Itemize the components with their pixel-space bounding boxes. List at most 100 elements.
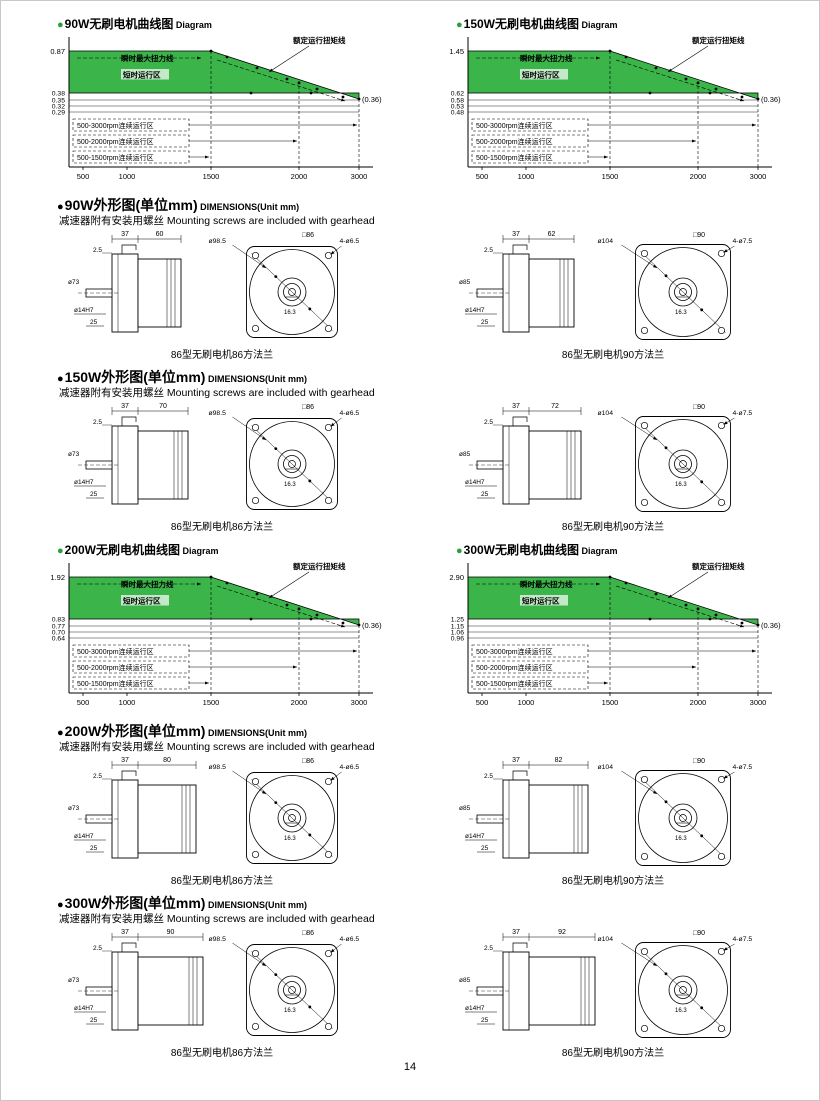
- data-dot: [608, 575, 612, 579]
- y-tick-label: 0.83: [52, 617, 65, 624]
- curve-title: ●90W无刷电机曲线图 Diagram: [57, 15, 410, 31]
- line: [621, 942, 658, 967]
- boss-circle: [668, 277, 698, 307]
- flange-circle: [249, 421, 335, 507]
- cable-line: [512, 244, 528, 254]
- curve-title-en: Diagram: [579, 546, 618, 556]
- dim-heading-cn: 200W外形图(单位mm): [64, 723, 206, 739]
- zone-label: 500-3000rpm连续运行区: [77, 647, 154, 656]
- flange-diameter-dim: ø104: [598, 936, 614, 943]
- data-dot: [357, 623, 361, 627]
- x-tick-label: 1000: [119, 172, 136, 181]
- x-tick-label: 1500: [602, 698, 619, 707]
- data-dot: [664, 800, 668, 804]
- shaft-diameter-dim: ø14H7: [465, 1005, 485, 1012]
- y-tick-label: 0.38: [52, 91, 65, 98]
- data-dot: [664, 274, 668, 278]
- diagonal-line: [251, 779, 333, 857]
- gearhead-length-dim: 37: [121, 929, 129, 936]
- curve-title: ●300W无刷电机曲线图 Diagram: [456, 541, 809, 557]
- dim-section-90w: ●90W外形图(单位mm) DIMENSIONS(Unit mm)减速器附有安装…: [11, 195, 809, 361]
- x-tick-label: 500: [476, 698, 489, 707]
- arrowhead-icon: [330, 422, 335, 427]
- dim-heading-cn: 300W外形图(单位mm): [64, 895, 206, 911]
- data-dot: [714, 87, 718, 91]
- bolt-hole: [717, 1024, 726, 1033]
- curve-title-cn: 150W无刷电机曲线图: [463, 17, 580, 31]
- bolt-hole: [251, 496, 260, 505]
- bullet-icon: ●: [456, 19, 463, 31]
- shaft-circle: [674, 455, 692, 473]
- data-dot: [341, 95, 345, 99]
- zone-label: 500-1500rpm连续运行区: [77, 153, 154, 162]
- bolt-hole: [324, 949, 333, 958]
- bullet-icon: ●: [57, 19, 64, 31]
- data-dot: [357, 97, 361, 101]
- motor-length-dim: 80: [163, 757, 171, 764]
- y-tick-label: 0.29: [52, 110, 65, 117]
- curve-title-en: Diagram: [579, 20, 618, 30]
- bolt-hole: [251, 423, 260, 432]
- motor-length-dim: 70: [159, 403, 167, 410]
- data-dot: [308, 307, 312, 311]
- bolt-hole: [640, 775, 649, 784]
- x-tick-label: 3000: [351, 698, 368, 707]
- arrowhead-icon: [293, 665, 297, 669]
- arrowhead-icon: [596, 582, 600, 586]
- gearhead-length-dim: 37: [121, 231, 129, 238]
- line: [216, 585, 346, 628]
- bolt-hole: [717, 249, 726, 258]
- square-size-dim: □86: [302, 930, 314, 937]
- flange-circle: [638, 773, 728, 863]
- flange-circle: [249, 775, 335, 861]
- data-dot: [684, 603, 688, 607]
- flange-diameter-dim: ø104: [598, 764, 614, 771]
- key-width-dim: 16.3: [675, 310, 687, 316]
- boss-circle: [668, 803, 698, 833]
- boss-circle: [277, 277, 307, 307]
- endpoint-annotation: (0.36): [761, 95, 781, 104]
- bolt-holes-dim: 4-ø6.5: [340, 936, 360, 943]
- flange-circle: [638, 419, 728, 509]
- shaft-length-dim: 25: [481, 1017, 489, 1024]
- key-width-dim: 16.3: [284, 482, 296, 488]
- arrowhead-icon: [596, 56, 600, 60]
- gearhead-length-dim: 37: [512, 231, 520, 238]
- square-size-dim: □90: [693, 232, 705, 239]
- data-dot: [285, 603, 289, 607]
- shaft-center-circle: [288, 986, 296, 994]
- dim-heading: ●200W外形图(单位mm) DIMENSIONS(Unit mm): [57, 721, 809, 739]
- flange-diameter-dim: ø98.5: [209, 238, 227, 245]
- data-dot: [648, 91, 652, 95]
- dim-subtitle-cn: 减速器附有安装用螺丝: [59, 215, 164, 227]
- data-dot: [608, 49, 612, 53]
- flange-circle: [249, 947, 335, 1033]
- body-diameter-dim: ø73: [68, 279, 80, 286]
- motor-length-dim: 90: [167, 929, 175, 936]
- bullet-icon: ●: [57, 727, 64, 739]
- data-dot: [756, 623, 760, 627]
- y-tick-label: 0.64: [52, 636, 65, 643]
- motor-body: [528, 258, 575, 328]
- shaft-center-circle: [679, 460, 687, 468]
- key-width-dim: 16.3: [284, 310, 296, 316]
- data-dot: [696, 607, 700, 611]
- drawing-caption: 86型无刷电机86方法兰: [170, 350, 274, 361]
- shaft-length-dim: 25: [90, 491, 98, 498]
- bolt-hole: [717, 775, 726, 784]
- data-dot: [696, 81, 700, 85]
- motor-body: [528, 430, 582, 500]
- gearhead-length-dim: 37: [512, 403, 520, 410]
- y-tick-label: 0.48: [451, 110, 464, 117]
- arrowhead-icon: [205, 155, 209, 159]
- data-dot: [225, 581, 229, 585]
- curve-title-cn: 200W无刷电机曲线图: [64, 543, 181, 557]
- data-dot: [664, 972, 668, 976]
